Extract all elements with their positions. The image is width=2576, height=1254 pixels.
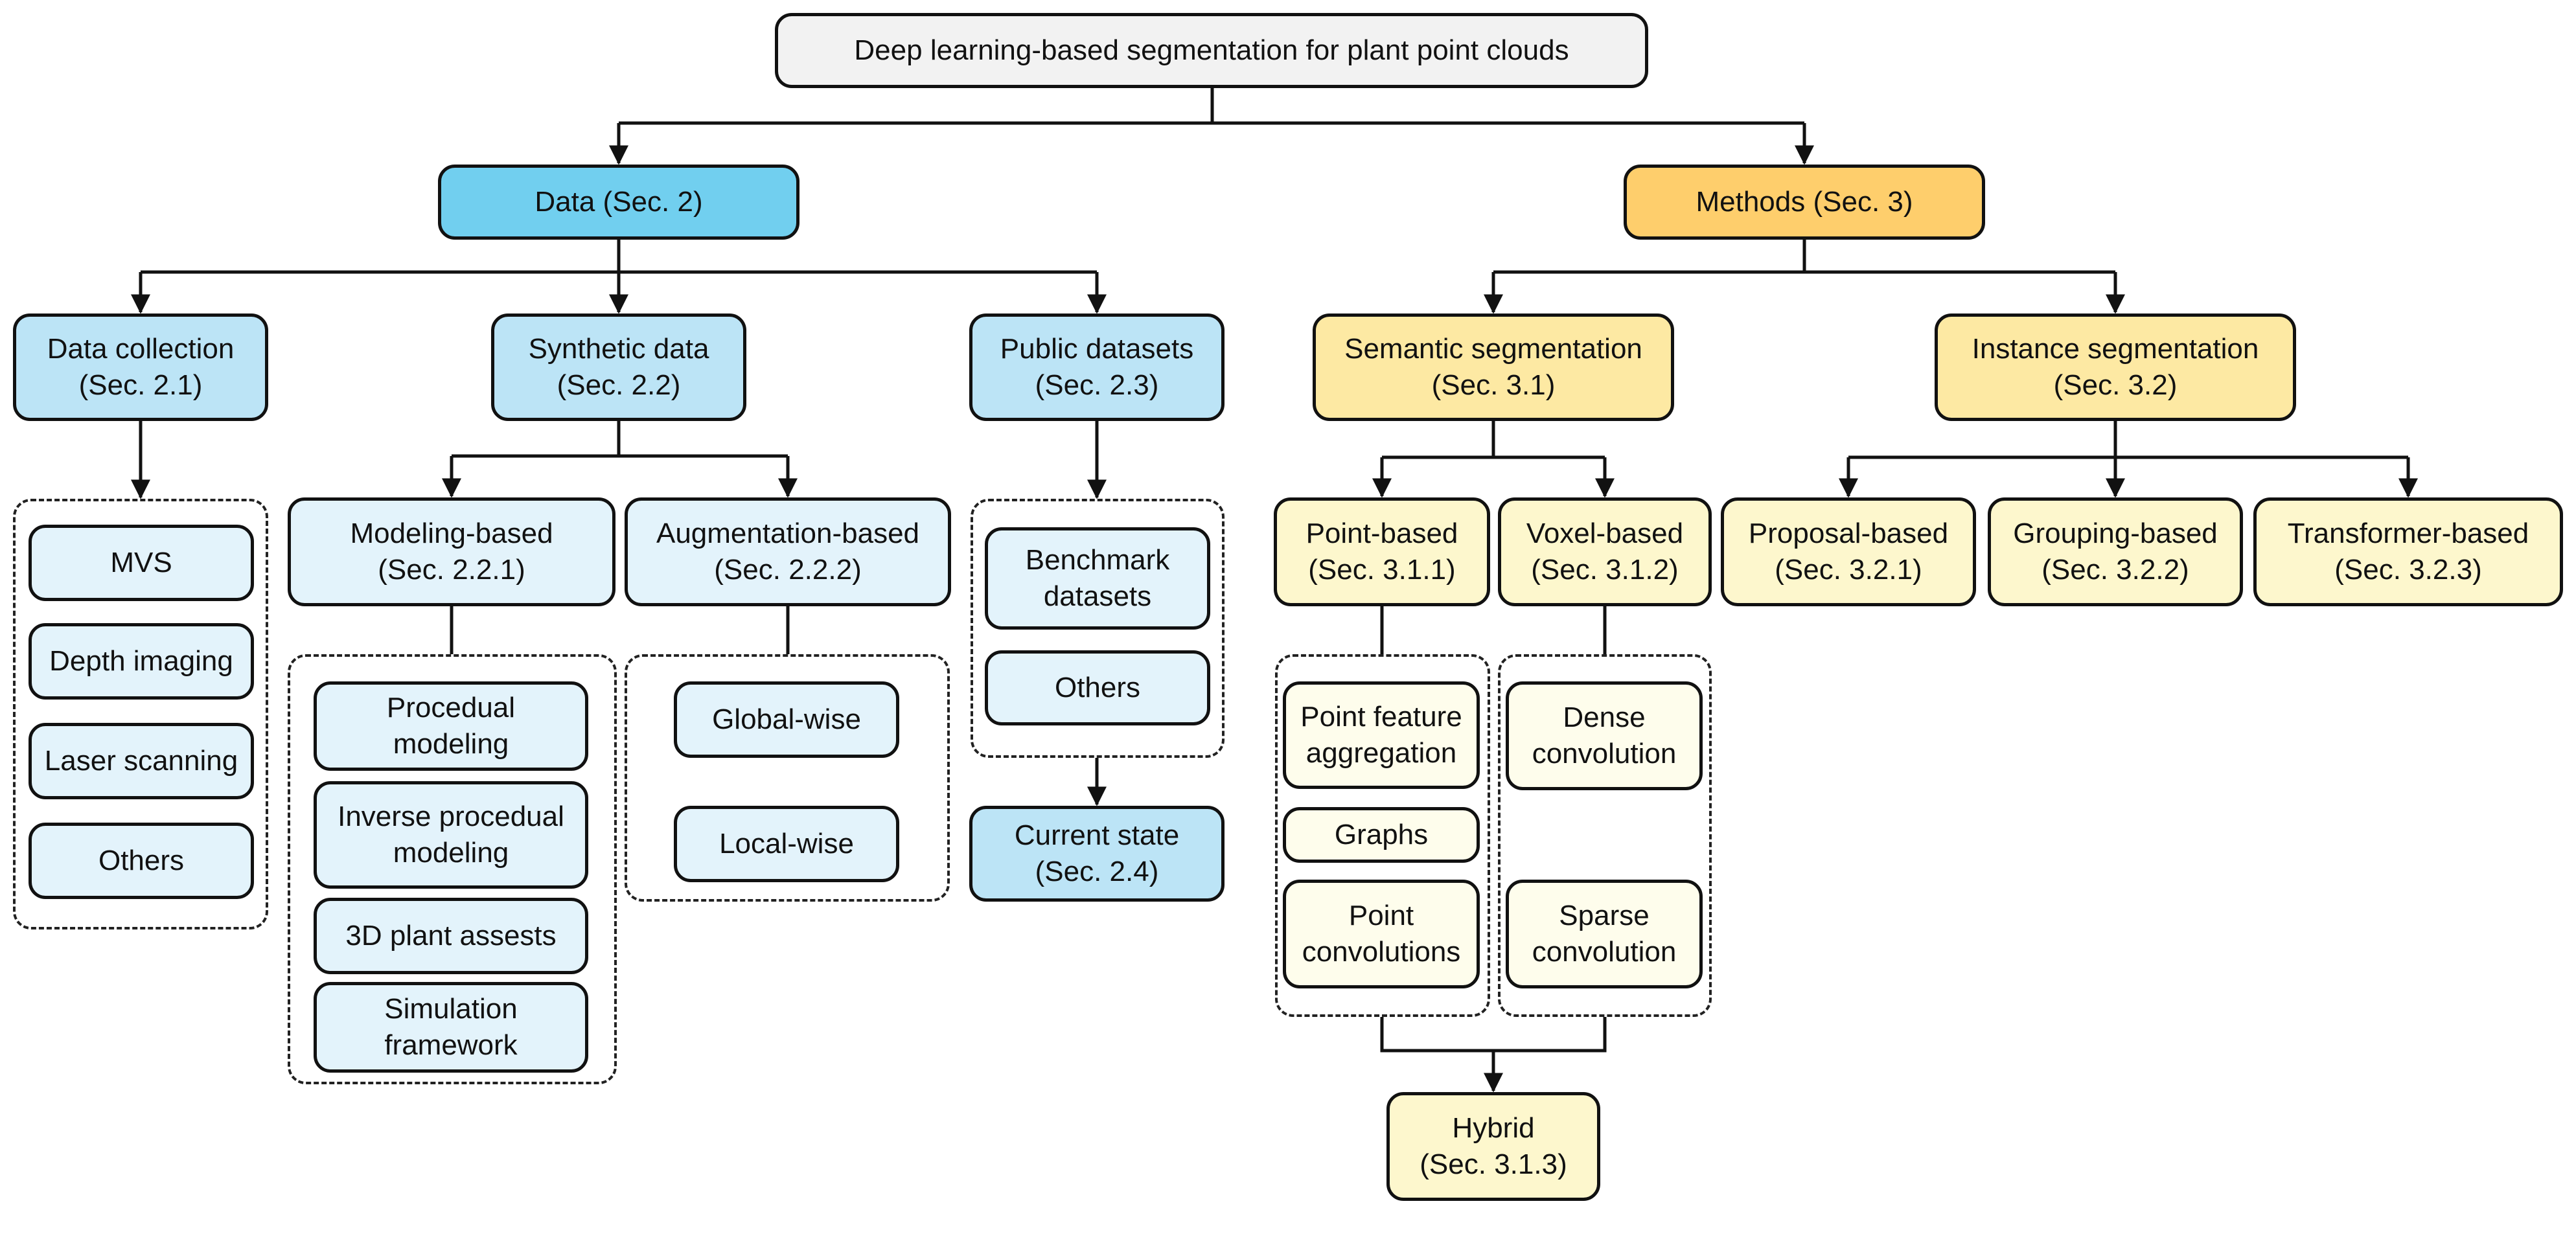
grouping-based-node: Grouping-based (Sec. 3.2.2): [1988, 497, 2243, 606]
point-based-node: Point-based (Sec. 3.1.1): [1274, 497, 1490, 606]
proposal-based-node: Proposal-based (Sec. 3.2.1): [1721, 497, 1976, 606]
group-voxel-based-items: [1498, 654, 1712, 1017]
procedual-modeling-node: Procedual modeling: [314, 681, 588, 771]
data-collection-node: Data collection (Sec. 2.1): [13, 314, 268, 421]
dense-convolution-node: Dense convolution: [1506, 681, 1703, 790]
voxel-based-node: Voxel-based (Sec. 3.1.2): [1498, 497, 1712, 606]
data-node: Data (Sec. 2): [438, 165, 799, 240]
groups-to-hybrid: [1380, 1017, 1607, 1053]
semantic-segmentation-node: Semantic segmentation (Sec. 3.1): [1313, 314, 1674, 421]
augmentation-based-node: Augmentation-based (Sec. 2.2.2): [625, 497, 951, 606]
point-feature-aggregation-node: Point feature aggregation: [1283, 681, 1480, 789]
current-state-node: Current state (Sec. 2.4): [969, 806, 1225, 902]
inverse-procedual-modeling-node: Inverse procedual modeling: [314, 781, 588, 889]
others-collection-node: Others: [29, 823, 254, 899]
sparse-convolution-node: Sparse convolution: [1506, 880, 1703, 988]
group-modeling-based-items: [288, 654, 617, 1084]
group-point-based-items: [1275, 654, 1490, 1017]
benchmark-datasets-node: Benchmark datasets: [985, 527, 1210, 630]
3d-plant-assests-node: 3D plant assests: [314, 898, 588, 974]
group-augmentation-based-items: [625, 654, 950, 902]
public-datasets-node: Public datasets (Sec. 2.3): [969, 314, 1225, 421]
graphs-node: Graphs: [1283, 807, 1480, 863]
synthetic-data-node: Synthetic data (Sec. 2.2): [491, 314, 746, 421]
modeling-based-node: Modeling-based (Sec. 2.2.1): [288, 497, 615, 606]
laser-scanning-node: Laser scanning: [29, 723, 254, 799]
instance-segmentation-node: Instance segmentation (Sec. 3.2): [1935, 314, 2296, 421]
others-datasets-node: Others: [985, 650, 1210, 725]
root-node: Deep learning-based segmentation for pla…: [775, 13, 1648, 88]
depth-imaging-node: Depth imaging: [29, 623, 254, 700]
simulation-framework-node: Simulation framework: [314, 982, 588, 1073]
mvs-node: MVS: [29, 525, 254, 601]
group-public-datasets-items: [971, 499, 1225, 758]
group-data-collection-items: [13, 499, 268, 929]
local-wise-node: Local-wise: [674, 806, 899, 882]
transformer-based-node: Transformer-based (Sec. 3.2.3): [2253, 497, 2563, 606]
point-convolutions-node: Point convolutions: [1283, 880, 1480, 988]
hybrid-node: Hybrid (Sec. 3.1.3): [1386, 1092, 1600, 1201]
global-wise-node: Global-wise: [674, 681, 899, 758]
methods-node: Methods (Sec. 3): [1624, 165, 1985, 240]
